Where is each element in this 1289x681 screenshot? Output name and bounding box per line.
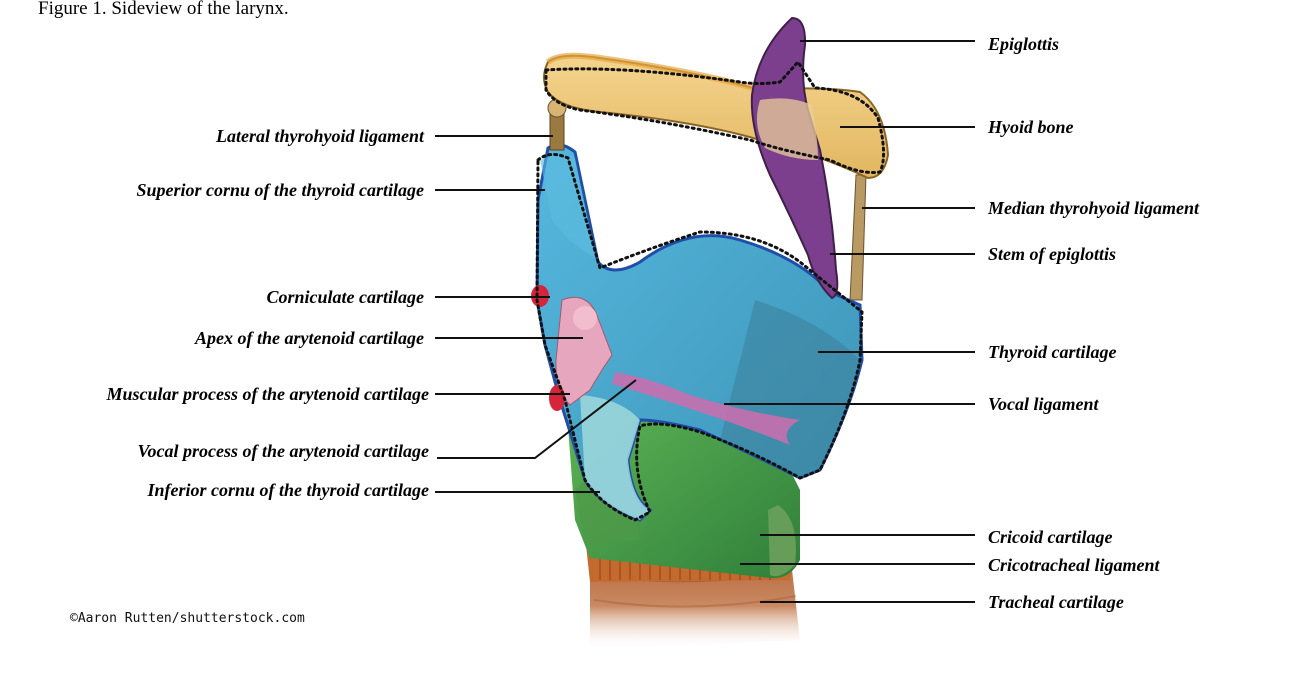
label-inferior-cornu-thyroid-cartilage: Inferior cornu of the thyroid cartilage [147, 480, 429, 500]
label-vocal-process-arytenoid-cartilage: Vocal process of the arytenoid cartilage [138, 441, 429, 461]
label-apex-arytenoid-cartilage: Apex of the arytenoid cartilage [195, 328, 424, 348]
label-vocal-ligament: Vocal ligament [988, 394, 1099, 414]
label-muscular-process-arytenoid-cartilage: Muscular process of the arytenoid cartil… [107, 384, 430, 404]
label-superior-cornu-thyroid-cartilage: Superior cornu of the thyroid cartilage [136, 180, 424, 200]
median-thyrohyoid-ligament [850, 175, 866, 300]
label-cricotracheal-ligament: Cricotracheal ligament [988, 555, 1160, 575]
muscular-process-shape [549, 385, 565, 411]
lateral-thyrohyoid-ligament [548, 99, 566, 150]
label-median-thyrohyoid-ligament: Median thyrohyoid ligament [988, 198, 1199, 218]
label-hyoid-bone: Hyoid bone [988, 117, 1074, 137]
label-epiglottis: Epiglottis [988, 34, 1059, 54]
label-thyroid-cartilage: Thyroid cartilage [988, 342, 1117, 362]
label-stem-of-epiglottis: Stem of epiglottis [988, 244, 1116, 264]
image-credit: ©Aaron Rutten/shutterstock.com [70, 611, 305, 626]
label-lateral-thyrohyoid-ligament: Lateral thyrohyoid ligament [216, 126, 424, 146]
label-cricoid-cartilage: Cricoid cartilage [988, 527, 1113, 547]
label-tracheal-cartilage: Tracheal cartilage [988, 592, 1124, 612]
hyoid-bone [544, 56, 888, 178]
label-corniculate-cartilage: Corniculate cartilage [267, 287, 425, 307]
